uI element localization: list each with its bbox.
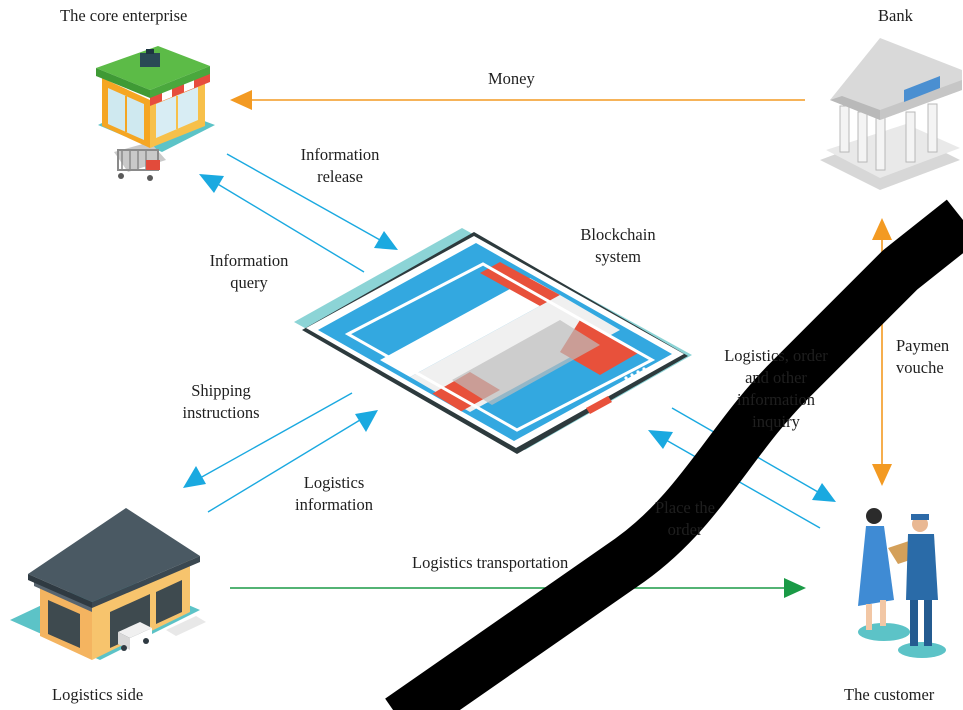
place-order-arrow [648,430,821,529]
delivery-van-icon [118,622,152,651]
logistics-information-arrow [207,410,378,513]
tablet-icon [294,228,692,454]
customer-label: The customer [844,685,935,704]
warehouse-icon [10,508,206,660]
information-query-label: Information query [209,251,289,292]
core-enterprise-label: The core enterprise [60,6,188,25]
payment-voucher-label: Paymen vouche [896,336,950,377]
shipping-instructions-label: Shipping instructions [182,381,260,422]
information-release-label: Information release [300,145,380,186]
shipping-instructions-arrow [183,392,353,488]
shopping-cart-icon [114,142,166,181]
store-icon [96,46,215,181]
bank-label: Bank [878,6,913,25]
information-release-arrow [226,153,398,250]
bank-icon [820,38,962,190]
logistics-information-label: Logistics information [295,473,373,514]
inquiry-label: Logistics, order and other information i… [724,346,828,431]
customer-people-icon [858,508,946,658]
logistics-side-label: Logistics side [52,685,144,704]
logistics-transportation-arrow [230,578,806,598]
watermark-stroke [385,199,963,710]
information-query-arrow [199,174,365,273]
blockchain-system-label: Blockchain system [580,225,656,266]
logistics-transportation-label: Logistics transportation [412,553,569,572]
place-order-label: Place the order [654,498,715,539]
money-arrow [230,90,805,110]
money-label: Money [488,69,535,88]
